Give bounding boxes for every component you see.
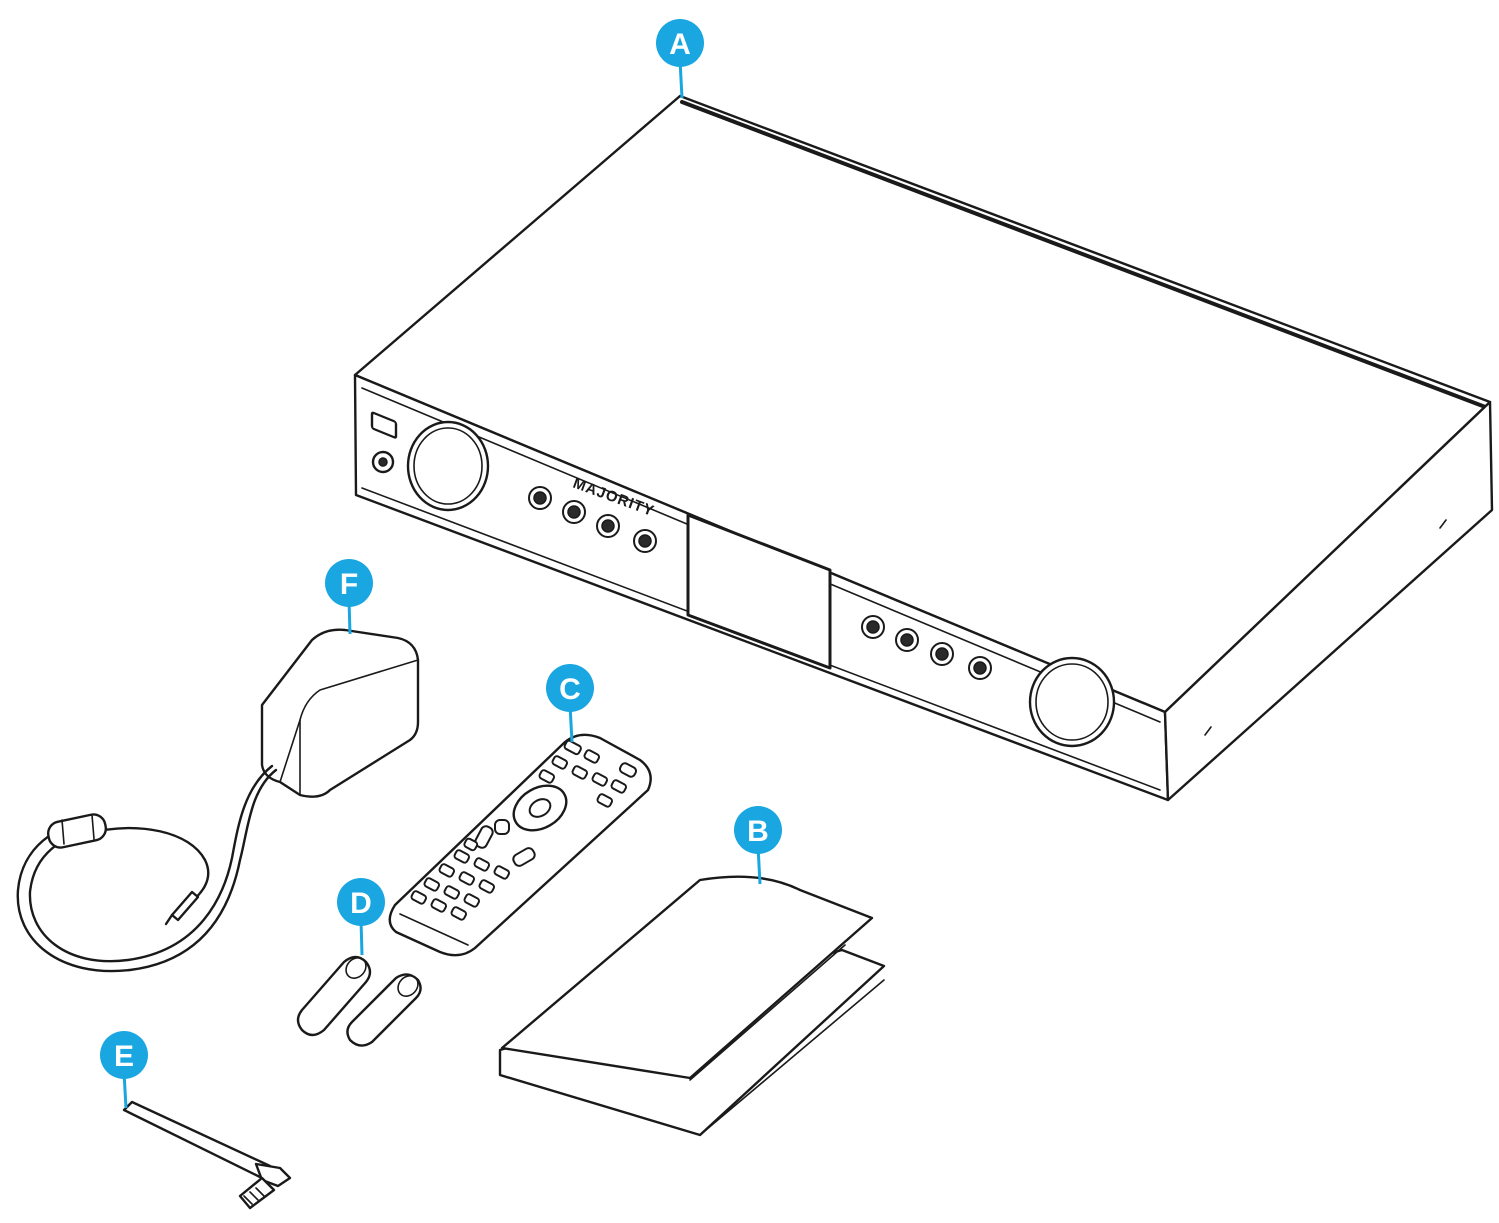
svg-text:B: B [747, 815, 769, 848]
manual-booklet-illustration [498, 875, 886, 1137]
right-button-row [861, 615, 992, 680]
left-volume-knob [406, 420, 490, 512]
label-badge-b: B [734, 806, 782, 885]
power-adapter-illustration [16, 628, 420, 973]
radio-unit-illustration: MAJORITY [353, 94, 1494, 802]
label-badge-d: D [337, 878, 385, 956]
svg-text:A: A [669, 28, 691, 61]
batteries-illustration [296, 955, 422, 1047]
label-badge-a: A [656, 19, 704, 99]
label-badge-f: F [325, 559, 373, 635]
remote-control-illustration [388, 733, 652, 957]
antenna-illustration [122, 1100, 292, 1210]
svg-text:C: C [559, 673, 581, 706]
svg-text:E: E [114, 1040, 134, 1073]
display-screen [686, 513, 832, 670]
label-badge-e: E [100, 1031, 148, 1109]
right-tuning-knob [1028, 656, 1116, 748]
left-button-row [528, 486, 657, 553]
usb-port [370, 411, 398, 439]
svg-text:D: D [350, 887, 372, 920]
label-badge-c: C [546, 664, 594, 743]
svg-text:F: F [340, 568, 358, 601]
